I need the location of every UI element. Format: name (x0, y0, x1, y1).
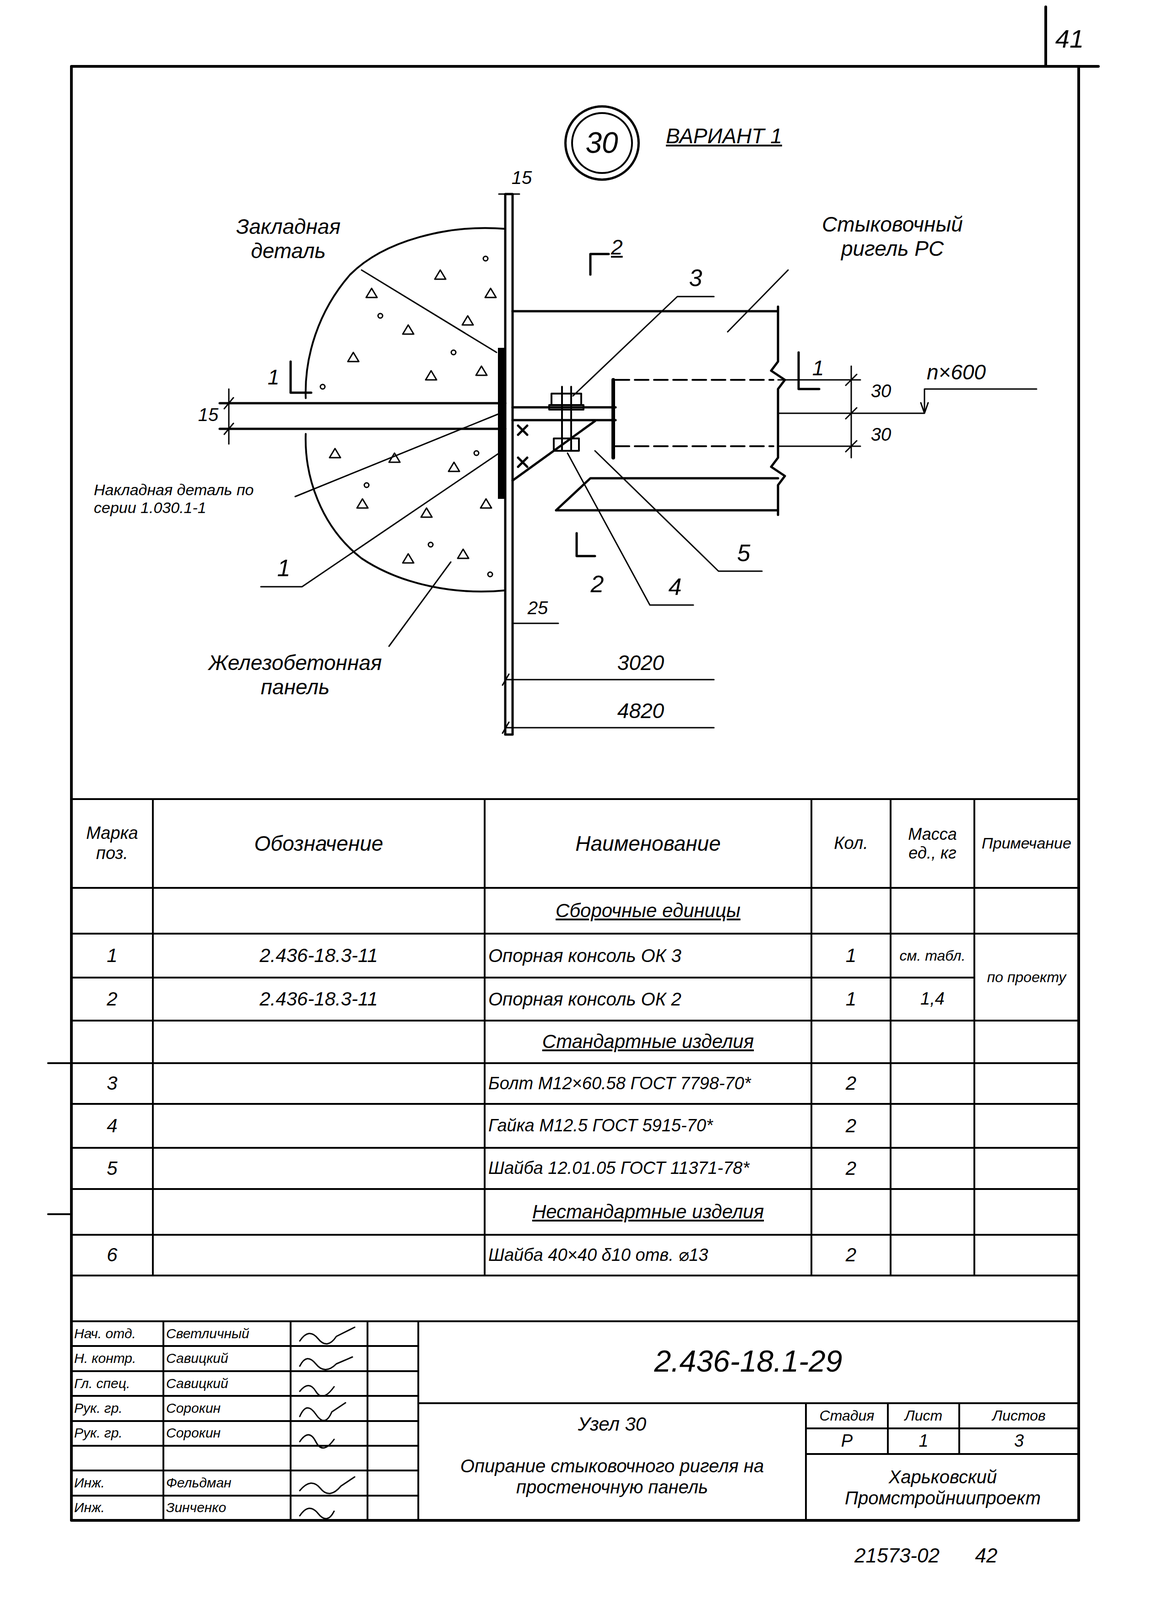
spec-cell: 2 (815, 1235, 887, 1275)
signatures (299, 1327, 355, 1519)
spec-cell: Нестандартные изделия (488, 1189, 808, 1234)
title-block-text: Нач. отд. (74, 1321, 161, 1346)
concrete-panel-outline (305, 227, 506, 592)
title-block-text: 1 (890, 1429, 957, 1454)
drawing-label: 30 (862, 418, 900, 450)
drawing-label: 3020 (572, 648, 710, 677)
bolt-symbol (549, 386, 584, 451)
spec-cell: 2 (75, 978, 150, 1020)
spec-table-lines (71, 799, 1079, 1322)
title-block-text: Савицкий (166, 1346, 288, 1371)
spec-cell: 1 (815, 934, 887, 977)
title-block-text: Инж. (74, 1470, 161, 1495)
beam-rebar (615, 379, 774, 447)
spec-cell: Шайба 40×40 δ10 отв. ⌀13 (488, 1235, 808, 1275)
title-block-text: Стадия (808, 1404, 886, 1428)
wall-plate (505, 194, 513, 735)
spec-cell: Шайба 12.01.05 ГОСТ 11371-78* (488, 1148, 808, 1189)
spec-cell: см. табл. (894, 934, 971, 977)
spec-cell: 3 (75, 1064, 150, 1103)
drawing-label: 25 (519, 594, 557, 621)
title-block-text: Савицкий (166, 1371, 288, 1396)
spec-cell: по проекту (978, 934, 1076, 1020)
concrete-hatch (320, 256, 497, 577)
spec-cell: 4 (75, 1104, 150, 1147)
drawing-label: 4 (659, 570, 692, 605)
floor-slab (219, 403, 506, 429)
title-block-text: Рук. гр. (74, 1396, 161, 1421)
drawing-label: Накладная деталь по серии 1.030.1-1 (93, 475, 291, 522)
title-block-text: Н. контр. (74, 1346, 161, 1371)
spec-cell: 2.436-18.3-11 (156, 934, 481, 977)
callout-circle: 30 (564, 105, 640, 181)
joint-beam (512, 306, 785, 515)
section-marks (290, 253, 820, 557)
spec-cell: 2 (815, 1064, 887, 1103)
spec-cell: Сборочные единицы (488, 888, 808, 933)
drawing-label: 1 (805, 352, 831, 384)
drawing-label: 2 (583, 567, 611, 602)
spec-cell: Стандартные изделия (488, 1021, 808, 1063)
title-block-text: 21573-02 (837, 1541, 957, 1570)
title-block-text: Фельдман (166, 1470, 288, 1495)
title-block-text: Харьковский Промстройниипроект (810, 1457, 1076, 1518)
spec-cell: 2.436-18.3-11 (156, 978, 481, 1020)
spec-cell: Опорная консоль ОК 2 (488, 978, 808, 1020)
spec-cell: 1,4 (894, 978, 971, 1020)
spec-cell: Примечание (978, 799, 1076, 887)
title-block-lines (71, 1321, 1079, 1521)
title-block-text: Светличный (166, 1321, 288, 1346)
title-block-text: Гл. спец. (74, 1371, 161, 1396)
drawing-label: 3 (681, 261, 710, 295)
support-console (512, 407, 616, 481)
spec-cell: 2 (815, 1148, 887, 1189)
callout-number: 30 (585, 125, 618, 160)
title-block-text: Сорокин (166, 1421, 288, 1446)
spec-cell: 1 (75, 934, 150, 977)
title-block-text: 2.436-18.1-29 (425, 1327, 1071, 1396)
title-block-text: Лист (890, 1404, 957, 1428)
margin-ticks (48, 1063, 72, 1215)
drawing-label: 2 (610, 231, 634, 264)
spec-cell: Обозначение (156, 799, 481, 887)
spec-cell: Болт М12×60.58 ГОСТ 7798-70* (488, 1064, 808, 1103)
drawing-label: n×600 (926, 356, 1037, 388)
title-block-text: Рук. гр. (74, 1421, 161, 1446)
title-block-text: Листов (961, 1404, 1076, 1428)
drawing-label: 15 (192, 401, 225, 427)
leader-lines (260, 270, 789, 647)
title-block-text: Зинченко (166, 1496, 288, 1520)
spec-cell: 5 (75, 1148, 150, 1189)
title-block-text: 42 (965, 1541, 1007, 1570)
title-block-text: Узел 30 (425, 1409, 799, 1439)
spec-cell: Наименование (488, 799, 808, 887)
embedded-part (497, 347, 506, 499)
title-block-text: Сорокин (166, 1396, 288, 1421)
drawing-label: 1 (267, 551, 300, 586)
drawing-label: 1 (260, 361, 287, 393)
spec-cell: 6 (75, 1235, 150, 1275)
drawing-label: 5 (727, 536, 760, 571)
spec-cell: 2 (815, 1104, 887, 1147)
title-block-text: Р (808, 1429, 886, 1454)
title-block-text: Инж. (74, 1496, 161, 1520)
drawing-label: 30 (862, 375, 900, 407)
beam-end-plate (611, 379, 616, 458)
title-block-text: Опирание стыковочного ригеля на простено… (425, 1439, 799, 1514)
drawing-label: ВАРИАНТ 1 (665, 119, 868, 152)
drawing-label: Закладная деталь (201, 211, 376, 267)
drawing-label: Стыковочный ригель РС (787, 206, 998, 267)
spec-cell: Гайка М12.5 ГОСТ 5915-70* (488, 1104, 808, 1147)
title-block-text: 3 (961, 1429, 1076, 1454)
drawing-label: 4820 (572, 697, 710, 725)
spec-cell: Масса ед., кг (894, 799, 971, 887)
spec-cell: Кол. (815, 799, 887, 887)
drawing-label: Железобетонная панель (176, 645, 415, 705)
spec-cell: 1 (815, 978, 887, 1020)
spec-cell: Опорная консоль ОК 3 (488, 934, 808, 977)
spec-cell: Марка поз. (75, 799, 150, 887)
sheet-number: 41 (1048, 18, 1091, 60)
drawing-label: 15 (503, 164, 541, 190)
sheet-frame (71, 6, 1099, 1521)
